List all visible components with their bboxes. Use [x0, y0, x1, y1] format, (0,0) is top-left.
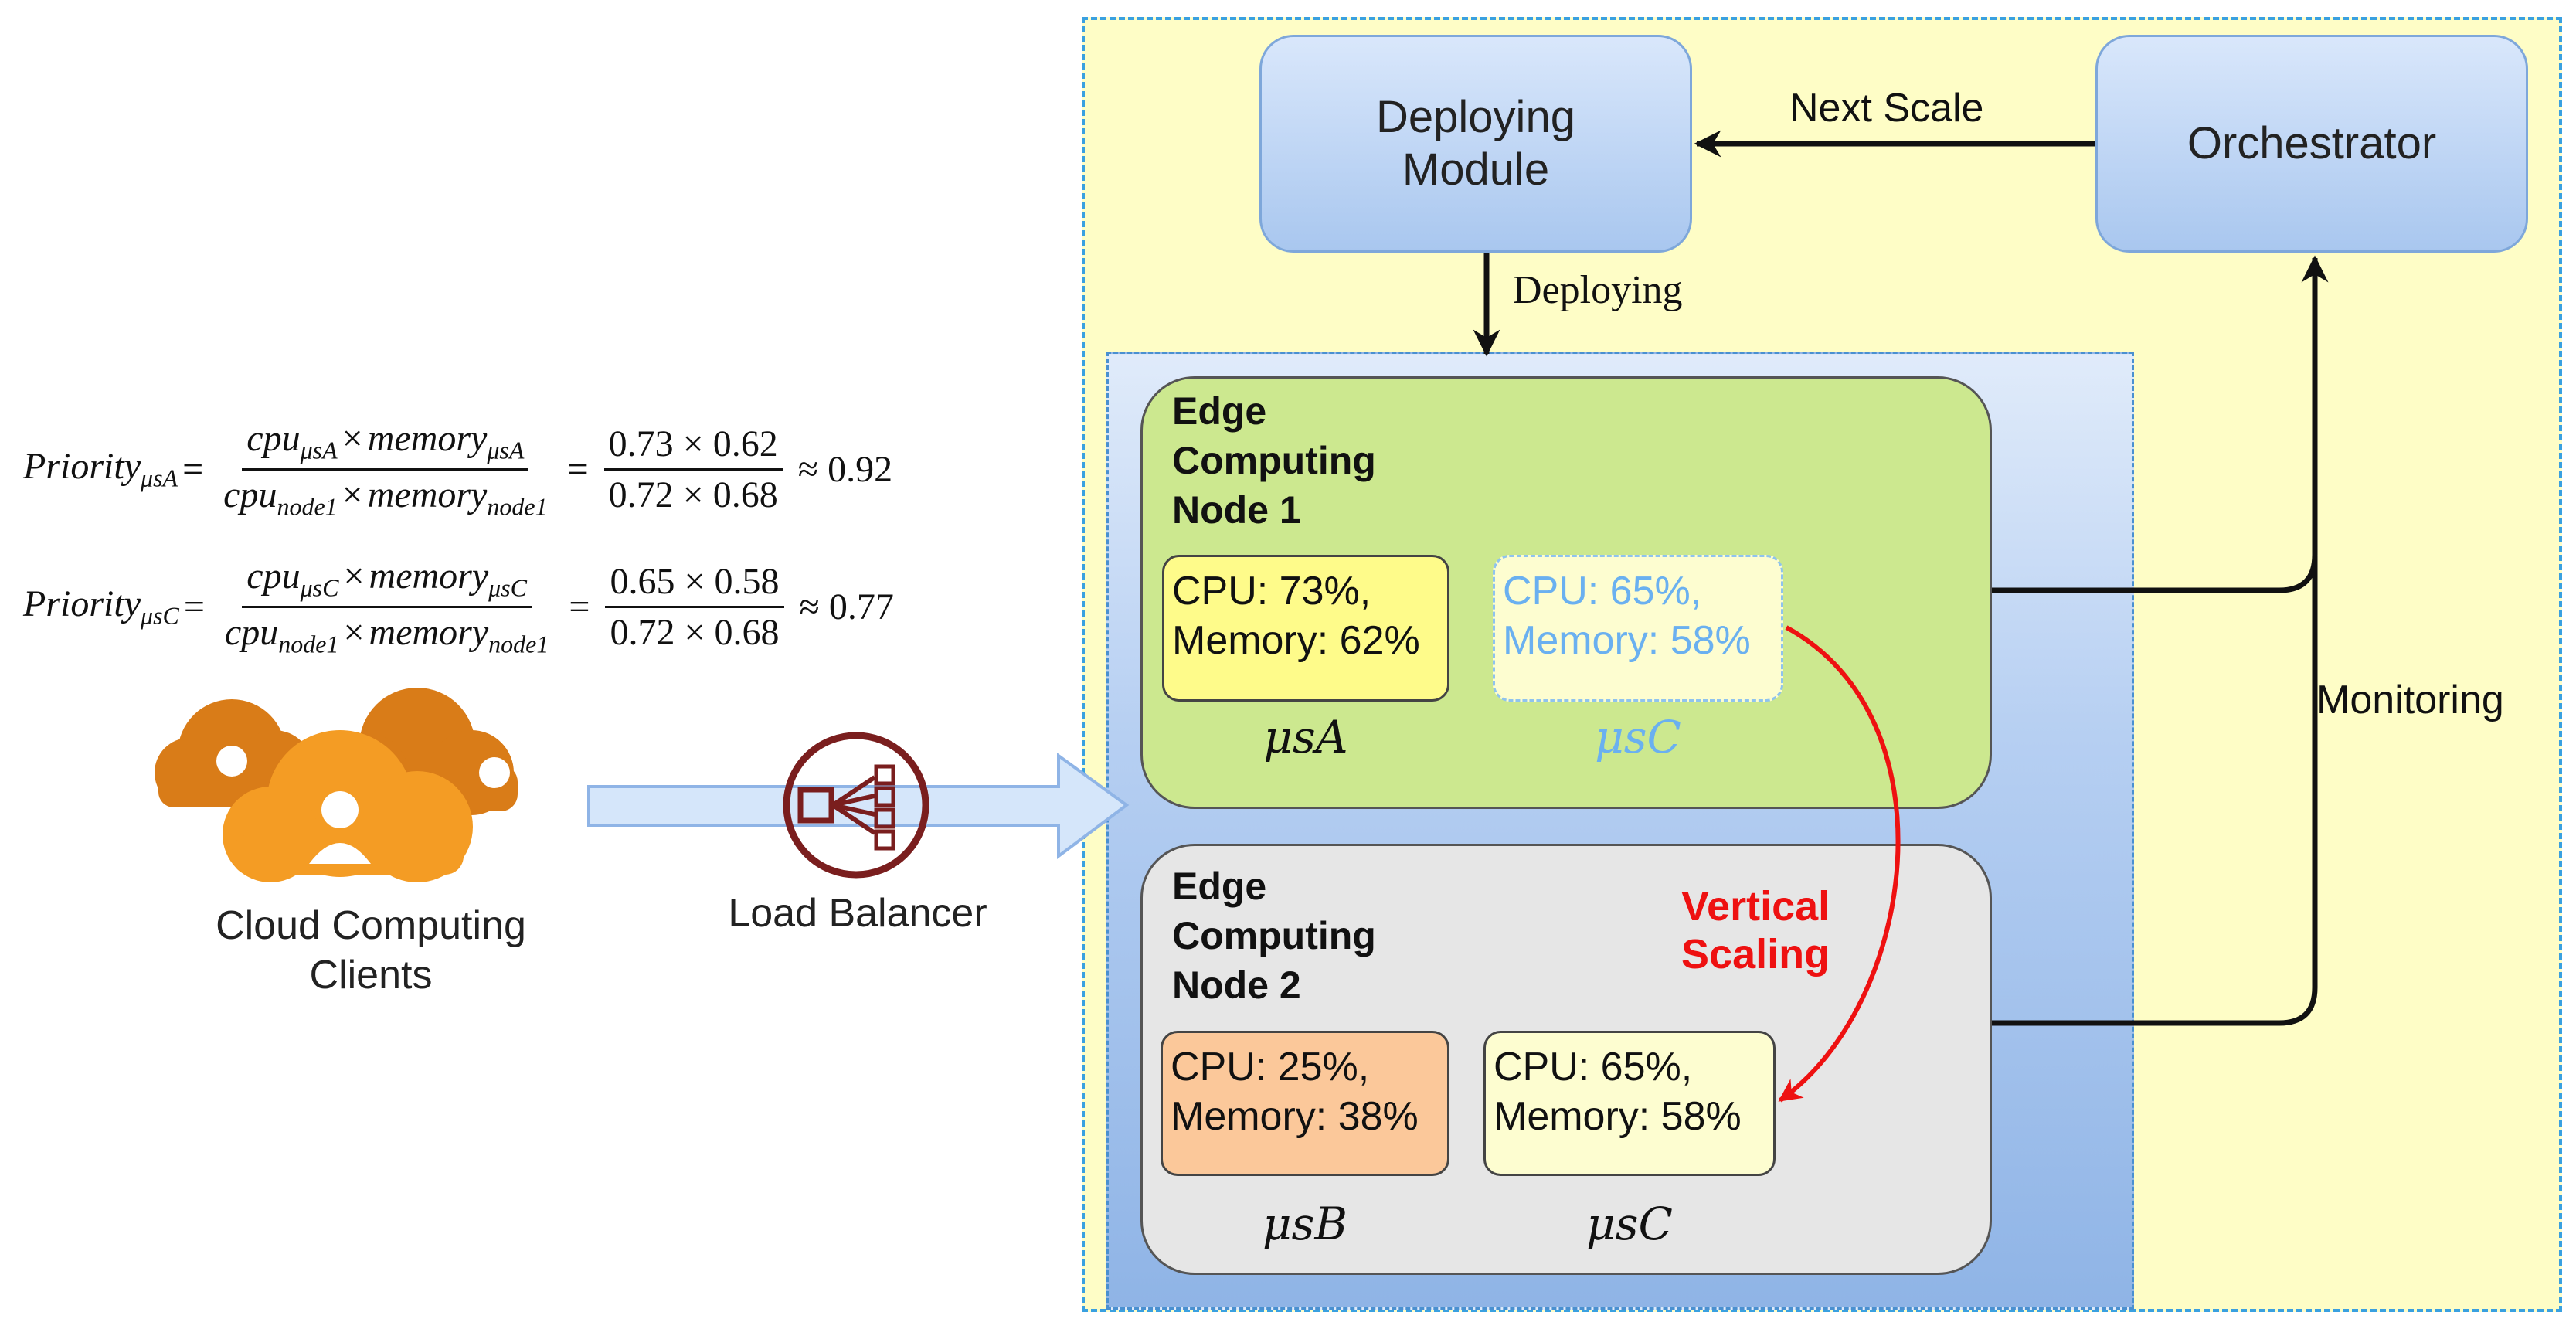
- deploying-module-label-line2: Module: [1402, 144, 1550, 195]
- load-balancer-caption: Load Balancer: [728, 891, 987, 936]
- priority-formula-msA: PriorityμsA = cpuμsA×memoryμsA cpunode1×…: [23, 418, 893, 521]
- formula1-result: ≈ 0.92: [797, 448, 893, 490]
- node2-msC-memory: Memory: 58%: [1494, 1094, 1742, 1139]
- node2-msC-box: CPU: 65%, Memory: 58%: [1483, 1031, 1776, 1176]
- formula2-result: ≈ 0.77: [799, 586, 894, 627]
- node1-msA-cpu: CPU: 73%,: [1172, 569, 1371, 614]
- clients-caption-line1: Cloud Computing: [216, 903, 526, 948]
- node2-msB-memory: Memory: 38%: [1171, 1094, 1419, 1139]
- node2-title-line2: Computing: [1172, 914, 1376, 957]
- vertical-scaling-arrow: [1778, 625, 1901, 1103]
- monitoring-line-node2: [1992, 556, 2318, 1026]
- formula1-den-b-sub: node1: [487, 492, 548, 521]
- formula2-num-b: memory: [369, 556, 489, 597]
- next-scale-label: Next Scale: [1789, 86, 1984, 131]
- cloud-users-icon: [155, 688, 518, 882]
- node2-title-line1: Edge: [1172, 865, 1267, 908]
- priority-formula-msC: PriorityμsC = cpuμsC×memoryμsC cpunode1×…: [23, 556, 894, 658]
- vertical-scaling-line1: Vertical: [1681, 883, 1830, 930]
- node1-title-line1: Edge: [1172, 389, 1267, 433]
- node2-msB-cpu: CPU: 25%,: [1171, 1045, 1370, 1089]
- deploying-module-box: Deploying Module: [1259, 35, 1692, 253]
- node2-msB-label: μsB: [1262, 1198, 1348, 1250]
- monitoring-label: Monitoring: [2316, 678, 2504, 722]
- formula2-lhs: PriorityμsC: [23, 583, 179, 631]
- formula2-num-a-sub: μsC: [300, 573, 339, 602]
- node1-msA-memory: Memory: 62%: [1172, 618, 1420, 663]
- node1-msC-memory: Memory: 58%: [1503, 618, 1751, 663]
- formula1-num-a: cpu: [246, 418, 301, 459]
- formula2-symbolic-fraction: cpuμsC×memoryμsC cpunode1×memorynode1: [224, 556, 549, 658]
- formula2-den-b-sub: node1: [488, 630, 549, 658]
- node1-msC-ghost-box: CPU: 65%, Memory: 58%: [1493, 555, 1783, 702]
- formula2-num-b-sub: μsC: [488, 573, 528, 602]
- deploying-label: Deploying: [1513, 268, 1683, 312]
- formula1-lhs-base: Priority: [23, 446, 141, 488]
- formula2-den-b: memory: [369, 611, 489, 653]
- node1-msC-cpu: CPU: 65%,: [1503, 569, 1702, 614]
- node2-title-line3: Node 2: [1172, 964, 1301, 1007]
- node2-msB-box: CPU: 25%, Memory: 38%: [1161, 1031, 1449, 1176]
- node1-msC-label: μsC: [1595, 711, 1681, 763]
- deploying-module-label-line1: Deploying: [1376, 92, 1575, 142]
- formula2-val-num: 0.65 × 0.58: [605, 560, 784, 608]
- vertical-scaling-line2: Scaling: [1681, 931, 1830, 977]
- formula1-den-a: cpu: [223, 474, 277, 515]
- vertical-scaling-label: Vertical Scaling: [1681, 882, 1830, 978]
- node2-title: Edge Computing Node 2: [1172, 862, 1376, 1010]
- orchestrator-box: Orchestrator: [2095, 35, 2528, 253]
- formula1-numeric-fraction: 0.73 × 0.62 0.72 × 0.68: [603, 423, 783, 516]
- formula2-den-a: cpu: [224, 611, 279, 653]
- node2-msC-label: μsC: [1586, 1198, 1673, 1250]
- node1-title-line2: Computing: [1172, 439, 1376, 482]
- node2-msC-cpu: CPU: 65%,: [1494, 1045, 1693, 1089]
- node1-msA-box: CPU: 73%, Memory: 62%: [1162, 555, 1449, 702]
- formula2-numeric-fraction: 0.65 × 0.58 0.72 × 0.68: [605, 560, 784, 654]
- formula2-lhs-sub: μsC: [141, 601, 179, 630]
- formula1-num-a-sub: μsA: [300, 436, 338, 464]
- formula1-num-b-sub: μsA: [487, 436, 525, 464]
- clients-caption: Cloud Computing Clients: [155, 901, 587, 1000]
- node1-title: Edge Computing Node 1: [1172, 386, 1376, 535]
- formula1-val-num: 0.73 × 0.62: [603, 423, 783, 471]
- clients-caption-line2: Clients: [309, 953, 433, 998]
- formula1-lhs-sub: μsA: [141, 464, 178, 492]
- formula2-val-den: 0.72 × 0.68: [610, 611, 780, 653]
- load-balancer-icon: [783, 732, 929, 879]
- formula2-den-a-sub: node1: [278, 630, 339, 658]
- formula1-den-a-sub: node1: [277, 492, 338, 521]
- formula1-den-b: memory: [367, 474, 488, 515]
- monitoring-arrow-node1: [1992, 255, 2329, 593]
- formula2-num-a: cpu: [246, 556, 301, 597]
- node1-msA-label: μsA: [1263, 711, 1348, 763]
- traffic-arrow: [587, 753, 1130, 859]
- node1-title-line3: Node 1: [1172, 488, 1301, 532]
- orchestrator-label: Orchestrator: [2187, 118, 2437, 168]
- formula1-symbolic-fraction: cpuμsA×memoryμsA cpunode1×memorynode1: [223, 418, 548, 521]
- formula1-lhs: PriorityμsA: [23, 445, 178, 493]
- formula1-val-den: 0.72 × 0.68: [608, 474, 778, 515]
- formula1-num-b: memory: [367, 418, 488, 459]
- formula2-lhs-base: Priority: [23, 583, 141, 625]
